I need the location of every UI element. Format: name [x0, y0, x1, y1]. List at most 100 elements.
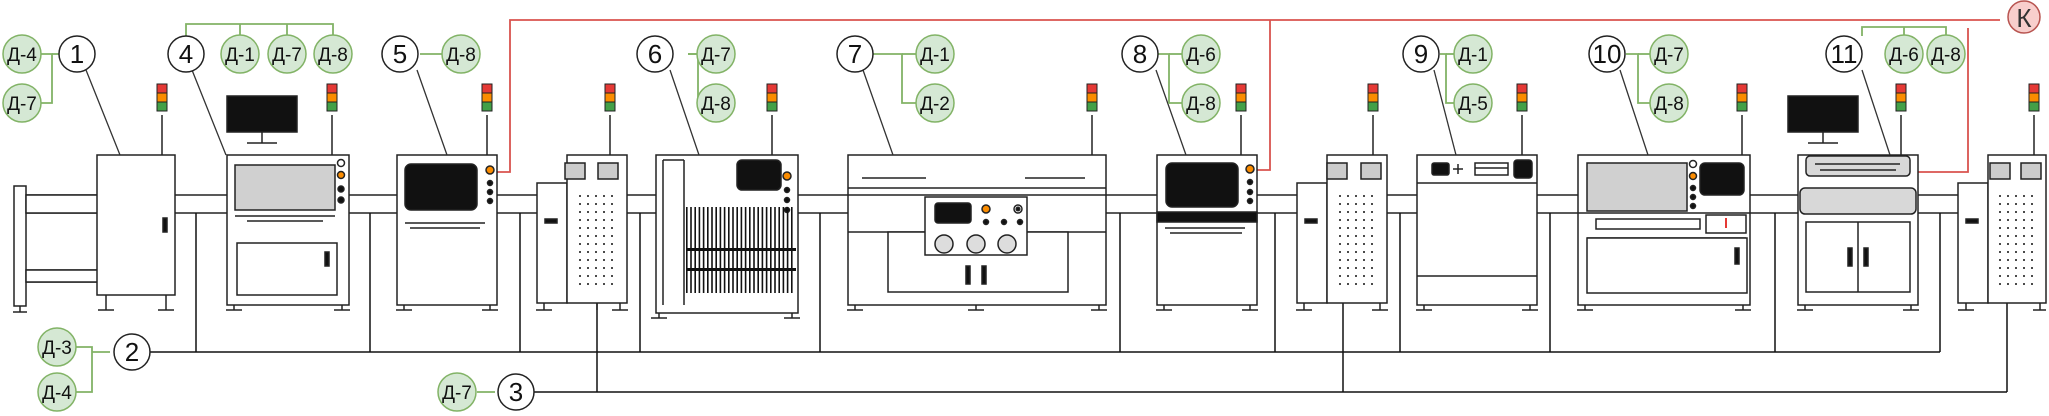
vent-dot: [595, 275, 597, 277]
vent-dot: [2023, 259, 2025, 261]
tag-bubble: Д-4: [2, 34, 42, 74]
input-loader: [13, 185, 99, 313]
machine-4: [226, 95, 350, 311]
signal-beacon: [2028, 83, 2040, 155]
tags-m1: Д-4 Д-7: [2, 34, 42, 123]
vent-dot: [1371, 251, 1373, 253]
tag-bubble: Д-1: [220, 34, 260, 74]
vent-dot: [611, 275, 613, 277]
vent-dot: [2023, 251, 2025, 253]
callout-8: 8: [1121, 35, 1159, 73]
beacon-light: [156, 83, 168, 94]
vent-dot: [587, 227, 589, 229]
vent-dot: [587, 219, 589, 221]
vent-dot: [1363, 203, 1365, 205]
transfer-unit-2-dots: [1339, 195, 1373, 285]
vent-dot: [2007, 195, 2009, 197]
beacon-light: [1895, 92, 1907, 103]
vent-dot: [1371, 235, 1373, 237]
vent-dot: [587, 235, 589, 237]
vent-dot: [1371, 283, 1373, 285]
vent-dot: [2007, 275, 2009, 277]
vent-dot: [1355, 203, 1357, 205]
vent-dot: [611, 235, 613, 237]
tag-bubble: Д-8: [313, 34, 353, 74]
beacon-light: [1736, 92, 1748, 103]
callout-11-label: 11: [1831, 39, 1858, 69]
vent-dot: [2031, 195, 2033, 197]
vent-dot: [2031, 243, 2033, 245]
tag-label: Д-8: [1654, 94, 1684, 115]
vent-dot: [1999, 211, 2001, 213]
vent-dot: [2015, 203, 2017, 205]
tag-label: Д-7: [1654, 45, 1684, 66]
vent-dot: [587, 259, 589, 261]
beacon-light: [1895, 83, 1907, 94]
vent-dot: [1355, 235, 1357, 237]
vent-dot: [611, 283, 613, 285]
vent-dot: [1999, 235, 2001, 237]
beacon-light: [156, 92, 168, 103]
vent-dot: [1339, 211, 1341, 213]
beacon-light: [1367, 83, 1379, 94]
signal-beacon: [1895, 83, 1907, 155]
vent-dot: [2023, 227, 2025, 229]
tag-label: Д-8: [318, 45, 348, 66]
signal-beacon: [1086, 83, 1098, 155]
vent-dot: [1347, 219, 1349, 221]
tags-m3: Д-7: [437, 372, 477, 412]
vent-dot: [579, 203, 581, 205]
tag-bubble: Д-5: [1453, 83, 1493, 123]
vent-dot: [2007, 267, 2009, 269]
tags-m7: Д-1 Д-2: [915, 34, 955, 123]
transfer-unit-1: [536, 154, 628, 311]
signal-beacons: [156, 83, 2040, 155]
vent-dot: [2031, 283, 2033, 285]
tag-label: Д-1: [1458, 45, 1488, 66]
machine-6: [651, 154, 800, 319]
vent-dot: [603, 211, 605, 213]
vent-dot: [1355, 275, 1357, 277]
vent-dot: [603, 227, 605, 229]
vent-dot: [1339, 259, 1341, 261]
vent-dot: [1339, 283, 1341, 285]
vent-dot: [2031, 219, 2033, 221]
vent-dot: [1999, 251, 2001, 253]
callout-7: 7: [836, 35, 874, 73]
vent-dot: [2031, 203, 2033, 205]
vent-dot: [2007, 227, 2009, 229]
vent-dot: [595, 259, 597, 261]
beacon-light: [2028, 83, 2040, 94]
tag-bubble: Д-7: [2, 83, 42, 123]
vent-dot: [611, 211, 613, 213]
vent-dot: [1371, 195, 1373, 197]
vent-dot: [2023, 283, 2025, 285]
vent-dot: [595, 227, 597, 229]
vent-dot: [603, 203, 605, 205]
tags-m10: Д-7 Д-8: [1649, 34, 1689, 123]
tag-label: Д-7: [7, 94, 37, 115]
machine-6-feeders: [686, 207, 796, 293]
tag-bubble: Д-1: [915, 34, 955, 74]
vent-dot: [1339, 227, 1341, 229]
callout-k: К: [2007, 0, 2041, 34]
vent-dot: [587, 195, 589, 197]
machine-11: [1787, 95, 1919, 311]
callout-1: 1: [58, 35, 96, 73]
vent-dot: [2015, 219, 2017, 221]
callout-6-label: 6: [648, 39, 662, 69]
vent-dot: [2015, 211, 2017, 213]
vent-dot: [1347, 211, 1349, 213]
vent-dot: [1355, 251, 1357, 253]
tag-bubble: Д-3: [37, 327, 77, 367]
tag-bubble: Д-7: [1649, 34, 1689, 74]
vent-dot: [587, 267, 589, 269]
beacon-light: [766, 101, 778, 112]
vent-dot: [603, 243, 605, 245]
vent-dot: [587, 283, 589, 285]
callout-3: 3: [497, 373, 535, 411]
vent-dot: [2015, 259, 2017, 261]
feeder-bar: [686, 268, 796, 271]
vent-dot: [595, 203, 597, 205]
beacon-light: [604, 83, 616, 94]
